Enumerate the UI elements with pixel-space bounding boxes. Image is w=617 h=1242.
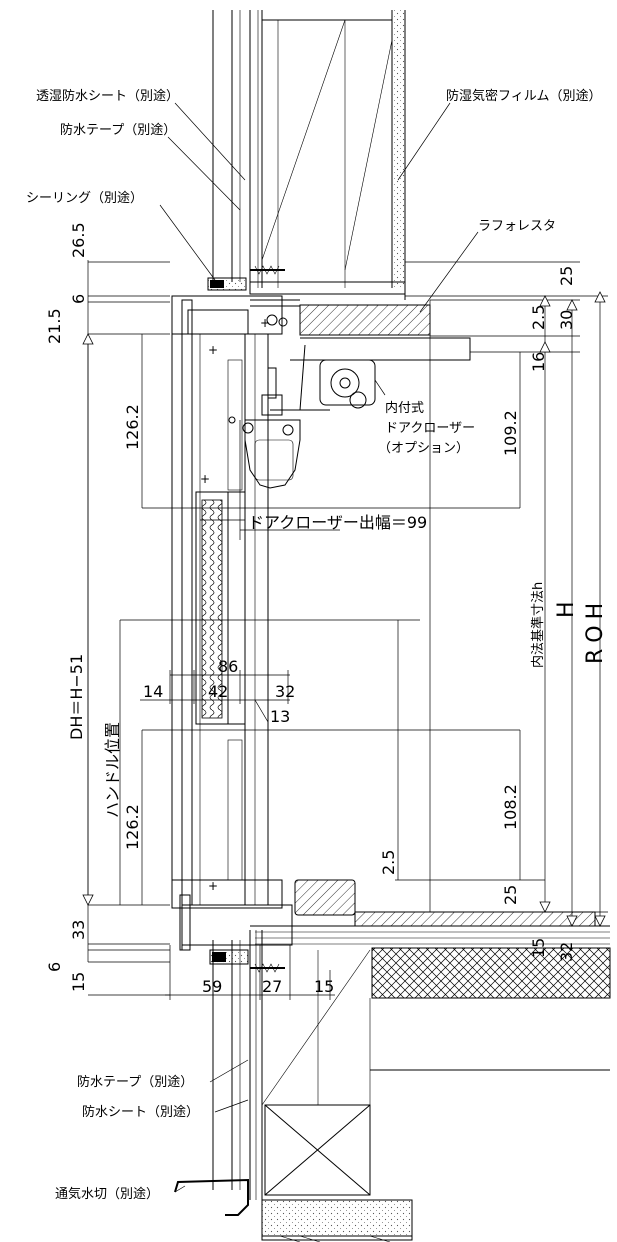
lintel-casing-top [299, 304, 431, 336]
lower-wall [174, 930, 610, 1242]
dim-32-right: 32 [557, 942, 576, 962]
dim-15-bottom: 15 [314, 977, 334, 996]
dim-27: 27 [262, 977, 282, 996]
label-closer-2: ドアクローザー [385, 421, 475, 436]
annotation-labels: 透湿防水シート（別途） 防水テープ（別途） シーリング（別途） 防湿気密フィルム… [26, 88, 608, 1202]
label-breathable-sheet: 透湿防水シート（別途） [36, 88, 179, 104]
label-waterproof-tape-top: 防水テープ（別途） [60, 122, 176, 138]
label-vapor-film: 防湿気密フィルム（別途） [446, 88, 601, 104]
door-leaf: + + + + [171, 316, 283, 951]
dim-109-2: 109.2 [501, 410, 520, 456]
upper-wall [207, 10, 406, 300]
label-closer-3: （オプション） [378, 441, 469, 456]
dim-21-5: 21.5 [45, 308, 64, 344]
label-handle-position: ハンドル位置 [103, 722, 122, 818]
dim-33: 33 [69, 920, 88, 940]
dimension-lines [87, 102, 608, 1193]
dim-26-5: 26.5 [69, 222, 88, 258]
label-waterproof-sheet: 防水シート（別途） [82, 1104, 199, 1120]
dim-6-bottom: 6 [45, 962, 64, 972]
dim-30: 30 [557, 310, 576, 330]
label-sealing: シーリング（別途） [26, 190, 143, 206]
threshold [181, 879, 611, 999]
label-dh: DH＝H−51 [67, 654, 86, 740]
dim-86: 86 [218, 657, 238, 676]
svg-text:+: + [208, 879, 218, 893]
door-head-frame [171, 295, 300, 335]
dim-32-mid: 32 [275, 682, 295, 701]
dim-2-5-top: 2.5 [529, 305, 548, 330]
dim-42: 42 [208, 682, 228, 701]
svg-text:+: + [260, 316, 270, 330]
dim-25-bottom: 25 [501, 885, 520, 905]
dim-126-2-top: 126.2 [123, 404, 142, 450]
dim-6-top: 6 [69, 294, 88, 304]
dim-14: 14 [143, 682, 163, 701]
label-vent-flashing: 通気水切（別途） [55, 1186, 159, 1202]
dim-59: 59 [202, 977, 222, 996]
label-closer-width: ドアクローザー出幅＝99 [248, 513, 427, 532]
dim-16: 16 [529, 352, 548, 372]
dim-2-5-bottom: 2.5 [379, 850, 398, 875]
dim-126-2-bottom: 126.2 [123, 804, 142, 850]
label-roh: ROH [583, 597, 608, 664]
dim-108-2: 108.2 [501, 784, 520, 830]
svg-text:+: + [200, 472, 210, 486]
label-waterproof-tape-bottom: 防水テープ（別途） [77, 1074, 193, 1090]
label-ra-forest: ラフォレスタ [478, 219, 556, 234]
dimension-arrows [82, 291, 606, 927]
label-closer-1: 内付式 [385, 400, 424, 416]
door-closer [228, 337, 471, 489]
dim-15-right: 15 [529, 938, 548, 958]
dim-13: 13 [270, 707, 290, 726]
dimension-values: 26.5 6 21.5 126.2 25 2.5 30 16 109.2 86 … [45, 222, 576, 996]
dim-15-left: 15 [69, 972, 88, 992]
label-inner-dim-h: 内法基準寸法h [530, 582, 546, 668]
dim-25-top: 25 [557, 266, 576, 286]
svg-text:+: + [208, 343, 218, 357]
label-h: H [554, 601, 579, 618]
